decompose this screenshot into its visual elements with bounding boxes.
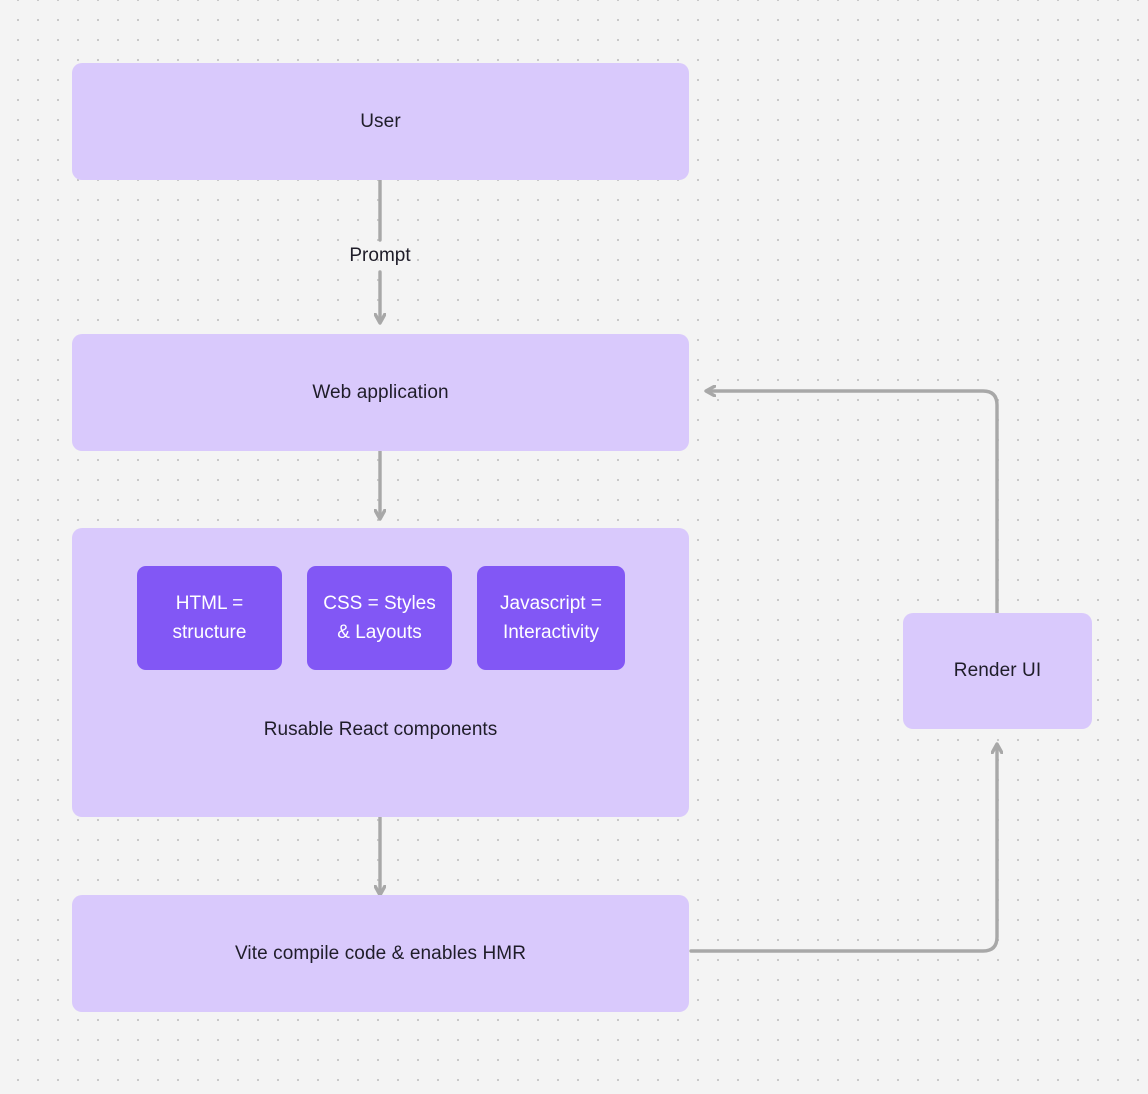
node-components-group-label: Rusable React components [263, 719, 498, 740]
node-javascript-label: Javascript = Interactivity [500, 593, 602, 643]
node-user-label: User [360, 110, 401, 132]
node-web-application-label: Web application [312, 381, 449, 403]
edge-render-ui-to-web-application [707, 391, 999, 615]
node-html[interactable]: HTML = structure [137, 566, 282, 670]
node-vite-label: Vite compile code & enables HMR [234, 942, 527, 964]
node-render-ui-label: Render UI [953, 660, 1042, 681]
edge-label-prompt: Prompt [349, 245, 411, 266]
node-components-group[interactable]: HTML = structure CSS = Styles & Layouts … [72, 528, 689, 817]
node-vite[interactable]: Vite compile code & enables HMR [72, 895, 689, 1012]
node-css-label: CSS = Styles & Layouts [323, 593, 436, 643]
node-javascript[interactable]: Javascript = Interactivity [477, 566, 625, 670]
node-render-ui[interactable]: Render UI [903, 613, 1092, 729]
node-html-label: HTML = structure [172, 593, 247, 643]
node-css[interactable]: CSS = Styles & Layouts [307, 566, 452, 670]
node-web-application[interactable]: Web application [72, 334, 689, 451]
edge-vite-to-render-ui [689, 745, 997, 953]
node-user[interactable]: User [72, 63, 689, 180]
